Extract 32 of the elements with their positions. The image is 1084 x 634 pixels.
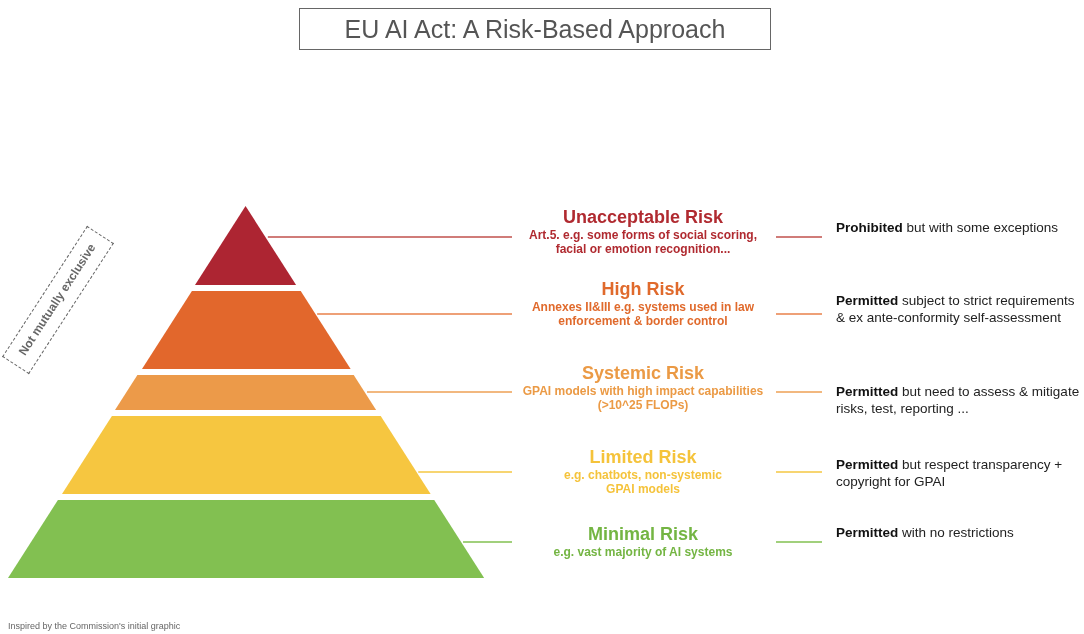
obligation-text: Permitted with no restrictions bbox=[836, 524, 1082, 541]
connector-line bbox=[316, 313, 513, 315]
footer-note: Inspired by the Commission's initial graphic bbox=[8, 621, 181, 631]
risk-description: Annexes II&III e.g. systems used in law enforcement & border control bbox=[530, 300, 756, 328]
risk-description: GPAI models with high impact capabilities (>10^25 FLOPs) bbox=[521, 384, 765, 412]
connector-line bbox=[775, 541, 823, 543]
risk-heading: High Risk bbox=[600, 279, 686, 300]
pyramid-tier bbox=[115, 375, 377, 410]
connector-line bbox=[267, 236, 513, 238]
connector-line bbox=[775, 391, 823, 393]
pyramid-tier bbox=[61, 416, 431, 494]
risk-description: Art.5. e.g. some forms of social scoring, facial or emotion recognition... bbox=[527, 228, 759, 256]
risk-description: e.g. chatbots, non-systemic GPAI models bbox=[563, 468, 723, 496]
connector-line bbox=[417, 471, 513, 473]
title-box: EU AI Act: A Risk-Based Approach bbox=[299, 8, 771, 50]
obligation-text: Permitted subject to strict requirements & ex ante-conformity self-assessment bbox=[836, 292, 1082, 326]
risk-description: e.g. vast majority of AI systems bbox=[552, 545, 734, 559]
connector-line bbox=[366, 391, 513, 393]
risk-heading: Unacceptable Risk bbox=[561, 207, 725, 228]
risk-heading: Limited Risk bbox=[588, 447, 698, 468]
pyramid-top-triangle bbox=[195, 206, 297, 285]
pyramid-tier bbox=[7, 500, 485, 578]
connector-line bbox=[462, 541, 513, 543]
obligation-text: Permitted but need to assess & mitigate risks, test, reporting ... bbox=[836, 383, 1082, 417]
obligation-text: Prohibited but with some exceptions bbox=[836, 219, 1082, 236]
obligation-text: Permitted but respect transparency + copyright for GPAI bbox=[836, 456, 1082, 490]
connector-line bbox=[775, 471, 823, 473]
risk-heading: Minimal Risk bbox=[587, 524, 699, 545]
connector-line bbox=[775, 236, 823, 238]
pyramid-tier bbox=[141, 291, 351, 369]
risk-heading: Systemic Risk bbox=[580, 363, 706, 384]
connector-line bbox=[775, 313, 823, 315]
